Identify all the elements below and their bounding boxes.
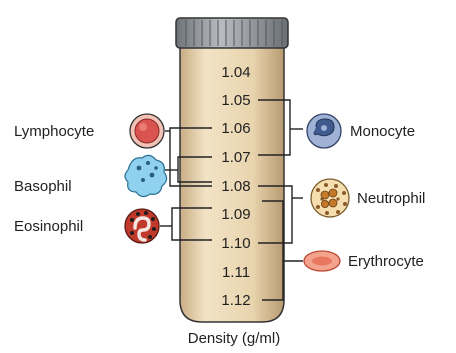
eosinophil-label: Eosinophil: [14, 218, 83, 235]
density-1-06: 1.06: [221, 120, 250, 137]
lymphocyte-icon: [130, 114, 164, 148]
erythrocyte-label: Erythrocyte: [348, 253, 424, 270]
density-1-10: 1.10: [221, 235, 250, 252]
neutrophil-label: Neutrophil: [357, 190, 425, 207]
density-1-12: 1.12: [221, 292, 250, 309]
density-1-04: 1.04: [221, 64, 250, 81]
density-1-07: 1.07: [221, 149, 250, 166]
tube-cap: [176, 18, 288, 48]
density-caption: Density (g/ml): [188, 330, 281, 347]
erythrocyte-icon: [304, 251, 340, 271]
basophil-label: Basophil: [14, 178, 72, 195]
monocyte-label: Monocyte: [350, 123, 415, 140]
basophil-icon: [125, 155, 167, 196]
density-1-05: 1.05: [221, 92, 250, 109]
lymphocyte-label: Lymphocyte: [14, 123, 94, 140]
density-1-09: 1.09: [221, 206, 250, 223]
monocyte-icon: [307, 114, 341, 148]
density-1-11: 1.11: [222, 264, 250, 281]
density-1-08: 1.08: [221, 178, 250, 195]
neutrophil-icon: [311, 179, 349, 217]
eosinophil-icon: [125, 209, 159, 243]
